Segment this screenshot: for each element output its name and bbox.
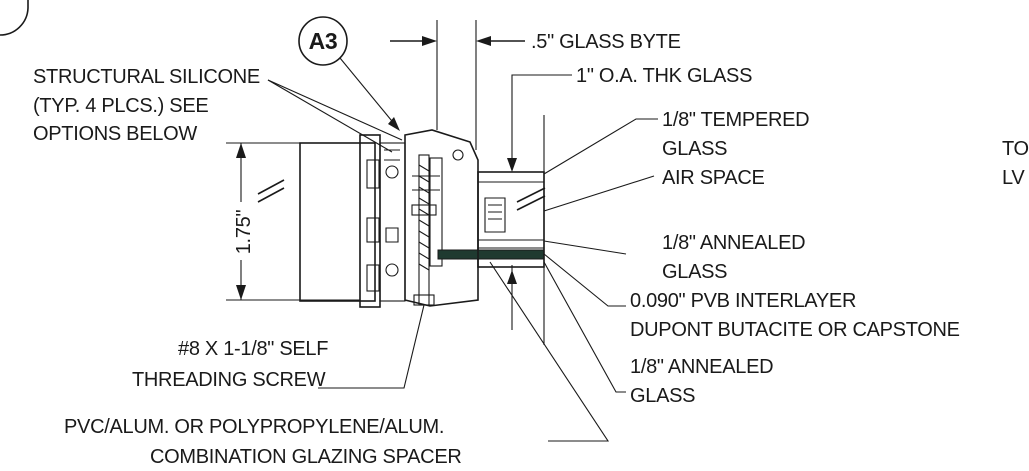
- pvb-interlayer-label-1: 0.090" PVB INTERLAYER: [630, 290, 856, 312]
- dimension-oa-thk: [507, 74, 572, 330]
- structural-silicone-label-3: OPTIONS BELOW: [33, 123, 197, 145]
- annealed-glass-bottom-label-2: GLASS: [630, 385, 695, 407]
- svg-text:A3: A3: [309, 28, 338, 54]
- tempered-glass-label-2: GLASS: [662, 138, 727, 160]
- dimension-height: 1.75": [226, 142, 300, 301]
- detail-marker-a3: A3: [298, 16, 400, 131]
- tempered-glass-label-1: 1/8" TEMPERED: [662, 109, 809, 131]
- screw-label-2: THREADING SCREW: [132, 369, 326, 391]
- leader-lines: [267, 79, 658, 442]
- frame-core: [299, 142, 376, 302]
- cut-off-label-1: TO: [1002, 138, 1029, 160]
- structural-silicone-label-2: (TYP. 4 PLCS.) SEE: [33, 95, 208, 117]
- air-space-label: AIR SPACE: [662, 167, 765, 189]
- screw-shape: [413, 154, 435, 306]
- dimension-glass-byte: [390, 20, 525, 150]
- spacer-label-1: PVC/ALUM. OR POLYPROPYLENE/ALUM.: [64, 416, 444, 438]
- glass-byte-label: .5" GLASS BYTE: [531, 31, 681, 53]
- dimension-1-75-text: 1.75": [233, 210, 255, 255]
- annealed-glass-bottom-label-1: 1/8" ANNEALED: [630, 356, 773, 378]
- spacer-label-2: COMBINATION GLAZING SPACER: [150, 446, 462, 468]
- screw-label-1: #8 X 1-1/8" SELF: [178, 338, 328, 360]
- partial-detail-circle: [0, 0, 29, 36]
- oa-thk-glass-label: 1" O.A. THK GLASS: [576, 65, 752, 87]
- pvb-interlayer-label-2: DUPONT BUTACITE OR CAPSTONE: [630, 319, 960, 341]
- annealed-glass-top-label-2: GLASS: [662, 261, 727, 283]
- structural-silicone-label-1: STRUCTURAL SILICONE: [33, 66, 260, 88]
- frame-profile: [299, 129, 545, 308]
- pvb-interlayer-band: [437, 249, 545, 260]
- glass-unit: [257, 115, 546, 345]
- annealed-glass-top-label-1: 1/8" ANNEALED: [662, 232, 805, 254]
- cut-off-label-2: LV: [1002, 167, 1025, 189]
